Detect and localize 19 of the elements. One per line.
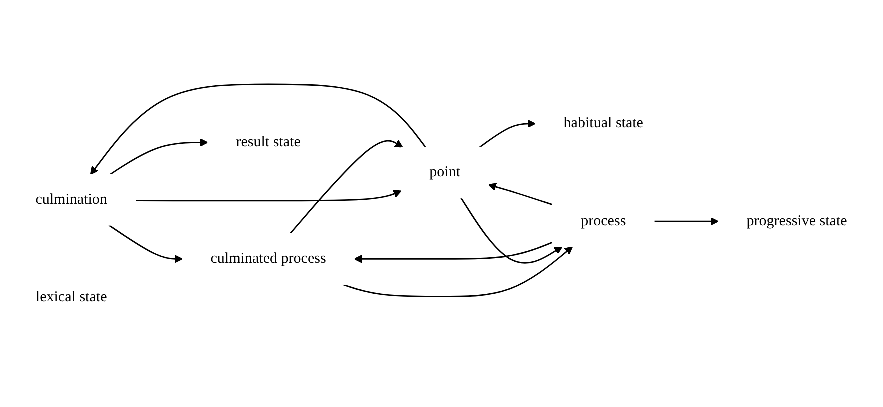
arrow (110, 138, 208, 175)
node-text: lexical state (36, 288, 108, 305)
arrow (479, 120, 536, 148)
arrow (488, 182, 554, 206)
node-text: culminated process (210, 250, 326, 266)
arrow (342, 246, 574, 298)
arrow (460, 197, 563, 264)
node-text: result state (236, 134, 301, 150)
arrow (136, 190, 402, 202)
node-text: progressive state (746, 212, 848, 229)
arrow (90, 84, 426, 175)
arrow (108, 224, 183, 264)
arrow (290, 140, 404, 234)
arrow (654, 217, 719, 226)
node-text: culmination (36, 191, 108, 208)
node-text: habitual state (564, 115, 644, 132)
arrow (354, 242, 554, 264)
node-text: point (430, 164, 460, 180)
node-text: process (581, 212, 626, 229)
